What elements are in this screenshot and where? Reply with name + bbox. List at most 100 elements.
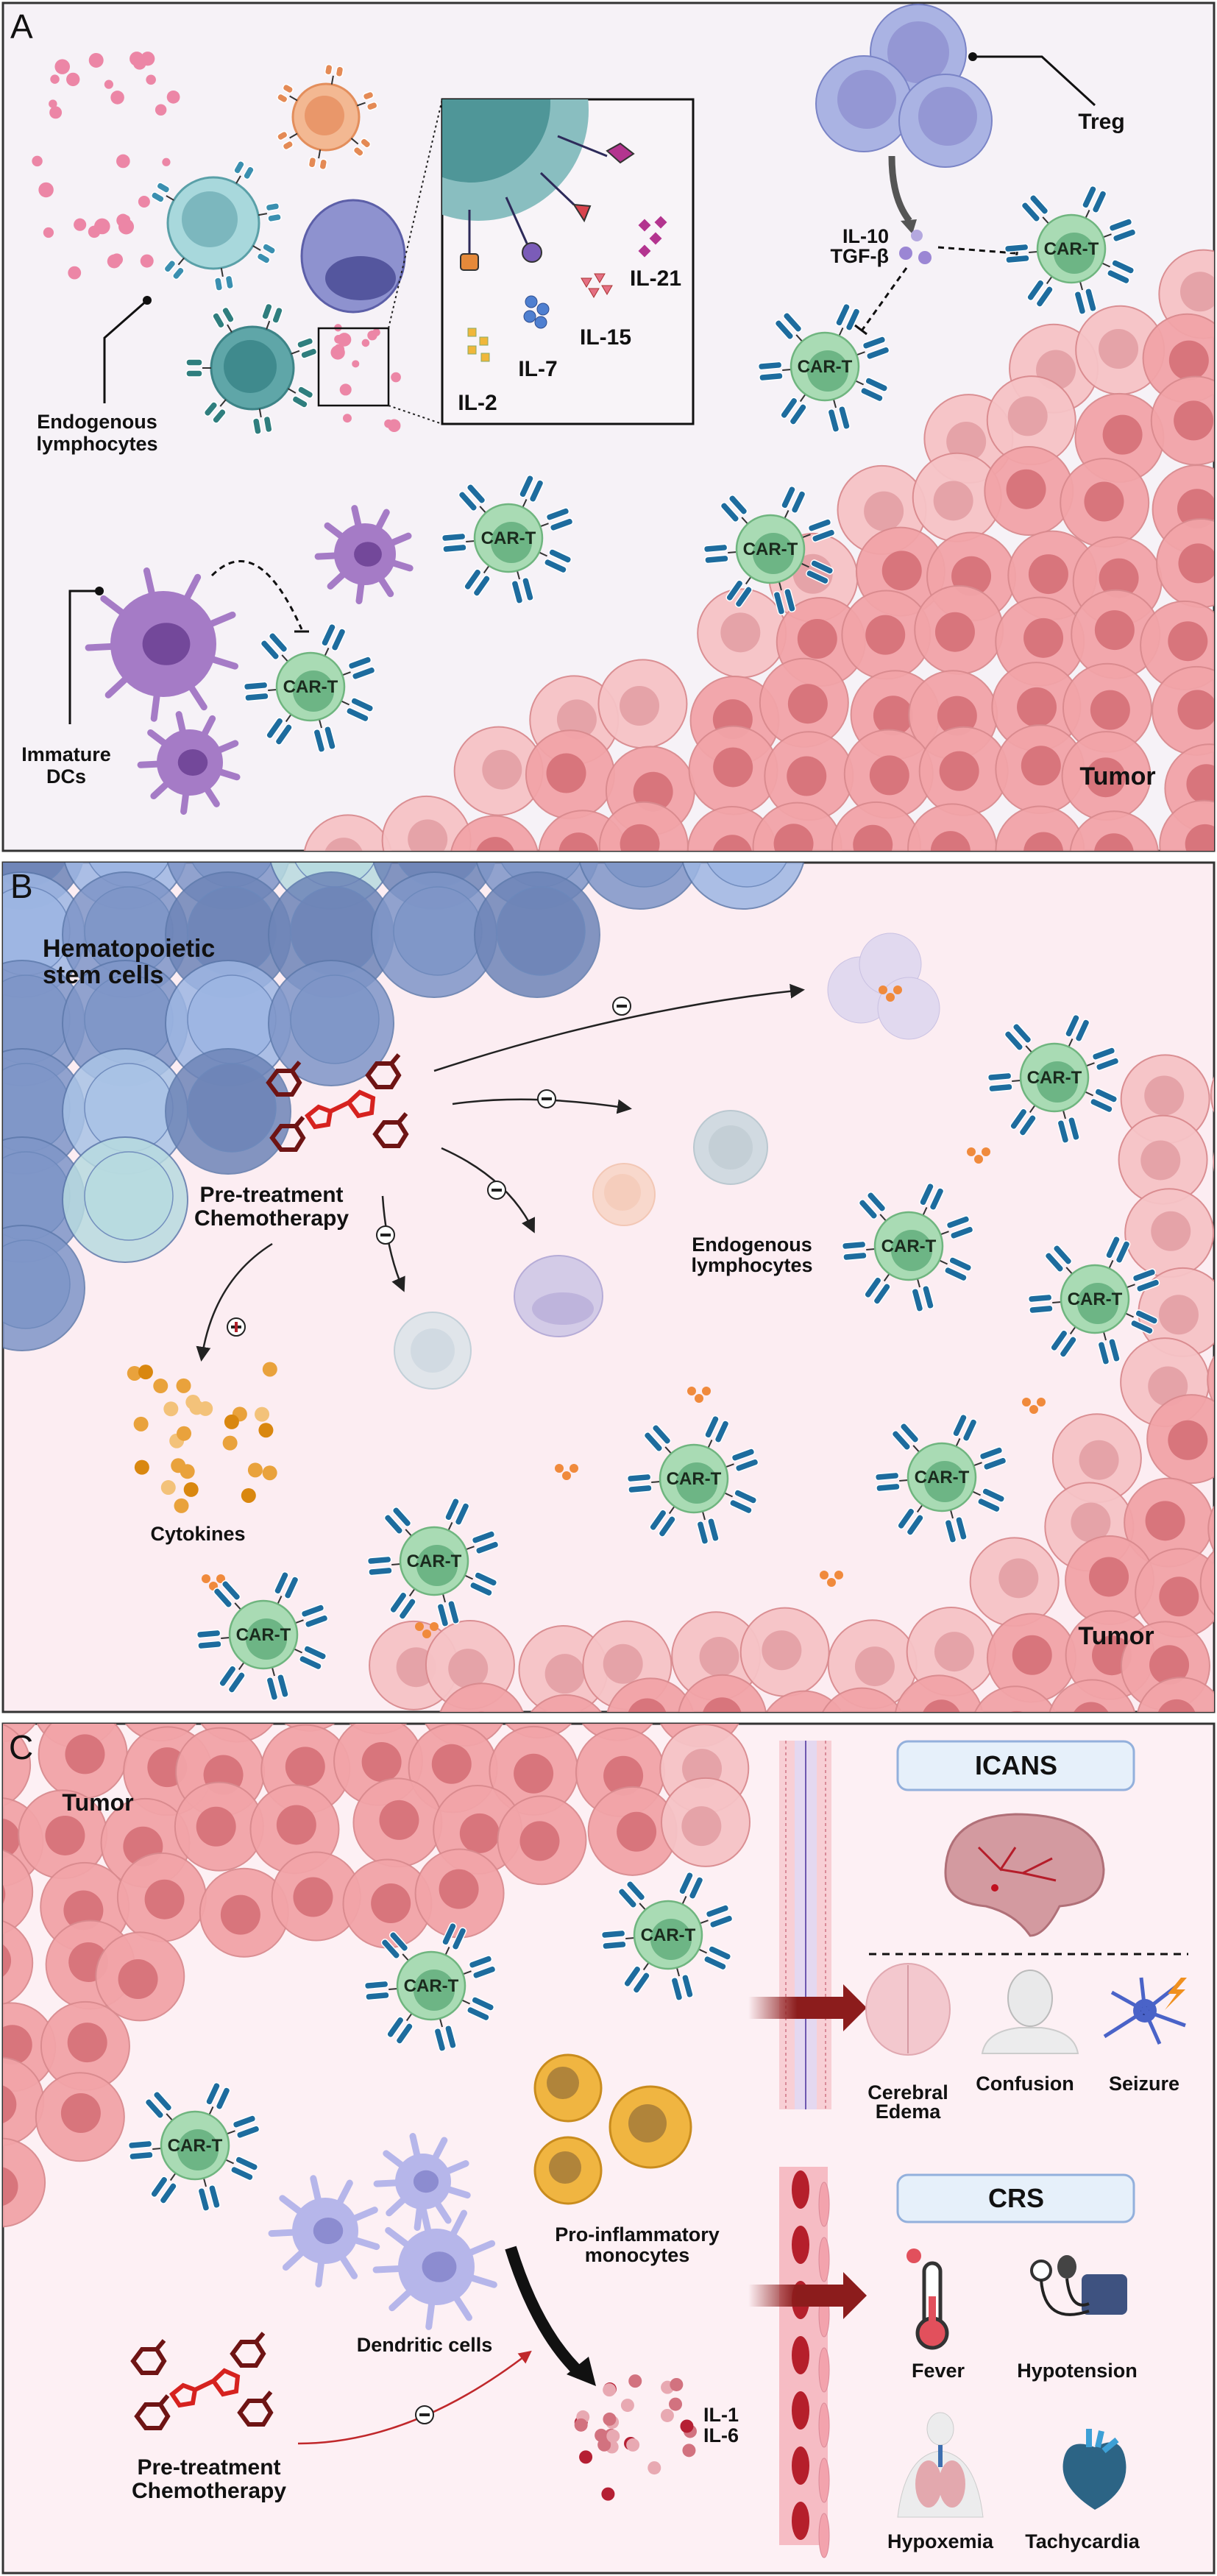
cytokine-dot bbox=[258, 1423, 274, 1438]
treg-label: Treg bbox=[1078, 110, 1124, 134]
cytokine-dot bbox=[555, 1464, 564, 1473]
car-t-cell: CAR-T bbox=[441, 474, 574, 604]
tumor-cell bbox=[303, 814, 392, 851]
cytokine-dot bbox=[361, 339, 370, 347]
tumor-cell bbox=[381, 795, 472, 851]
il21-molecule bbox=[638, 244, 651, 258]
il2-molecule bbox=[480, 353, 490, 362]
receptor bbox=[380, 1931, 409, 1960]
receptor bbox=[347, 656, 376, 681]
tumor-cell bbox=[1146, 1394, 1214, 1485]
cytokine-dot bbox=[54, 59, 71, 74]
receptor bbox=[299, 1645, 327, 1671]
cytokine-dot bbox=[134, 1459, 149, 1475]
cytokine-dot bbox=[967, 1147, 976, 1156]
car-t-label: CAR-T bbox=[1068, 1289, 1123, 1309]
receptor bbox=[952, 1413, 978, 1442]
cytokine-dot bbox=[570, 1464, 578, 1473]
tumor-cell bbox=[342, 1858, 433, 1949]
cytokine-dot bbox=[163, 1401, 179, 1417]
cytokine-dot bbox=[140, 254, 154, 268]
minus-circle-icon bbox=[415, 2405, 434, 2424]
receptor bbox=[1065, 1013, 1090, 1042]
panel-letter: B bbox=[10, 867, 33, 905]
minus-circle-icon bbox=[487, 1181, 506, 1200]
receptor bbox=[185, 358, 203, 378]
receptor bbox=[261, 302, 283, 324]
blood-vessel bbox=[779, 2167, 830, 2558]
receptor bbox=[466, 1996, 495, 2022]
receptor bbox=[774, 311, 803, 341]
cytokine-dot bbox=[262, 1362, 277, 1377]
receptor bbox=[321, 623, 347, 651]
tumor-cell bbox=[1152, 665, 1214, 756]
il21-molecule bbox=[638, 219, 651, 232]
cytokine-dot bbox=[127, 1365, 142, 1381]
receptor bbox=[266, 1674, 289, 1701]
receptor bbox=[511, 577, 534, 604]
granulocyte-depleted bbox=[514, 1255, 603, 1337]
il2-label: IL-2 bbox=[458, 391, 497, 415]
tumor-label: Tumor bbox=[62, 1789, 133, 1816]
tumor-cell bbox=[1061, 731, 1152, 821]
cytokine-dot bbox=[174, 1498, 189, 1513]
cytokine-dot bbox=[334, 335, 343, 344]
receptor bbox=[807, 518, 836, 543]
tumor-cell bbox=[1118, 1114, 1208, 1205]
dendritic-cell bbox=[373, 2133, 471, 2232]
receptor bbox=[433, 2025, 457, 2052]
tumor-cell bbox=[1156, 518, 1214, 609]
chemo-to-dc-arrow bbox=[297, 2350, 532, 2445]
tumor-cell bbox=[271, 1851, 361, 1942]
icans-header-box bbox=[896, 1740, 1135, 1791]
cytokine-dot bbox=[68, 266, 82, 280]
granulocyte bbox=[300, 199, 406, 314]
receptor bbox=[197, 2184, 221, 2212]
receptor bbox=[213, 1579, 241, 1609]
cytokine-dot bbox=[1029, 1405, 1038, 1414]
tumor-cell bbox=[1207, 1355, 1214, 1405]
tumor-cell bbox=[414, 1848, 505, 1939]
cytokine-dot bbox=[1022, 1398, 1031, 1406]
dendritic-cell bbox=[137, 711, 241, 815]
tumor-cell bbox=[174, 1781, 264, 1872]
tumor-cell bbox=[453, 726, 544, 816]
receptor bbox=[897, 1507, 924, 1536]
receptor bbox=[256, 243, 276, 264]
il21-receptor-icon bbox=[606, 142, 635, 164]
cytokine-dot bbox=[50, 74, 60, 84]
secretion-arrow bbox=[888, 155, 912, 223]
il7-molecule bbox=[523, 310, 536, 323]
stem-cell bbox=[268, 960, 394, 1086]
tumor-cell bbox=[995, 596, 1085, 687]
neuron-icon bbox=[1103, 1977, 1187, 2045]
cytokine-dot bbox=[133, 1416, 149, 1432]
tumor-cell bbox=[1007, 530, 1098, 620]
tumor-cell bbox=[249, 1784, 340, 1875]
cytokine-dot bbox=[670, 2377, 684, 2391]
receptor bbox=[1130, 1309, 1159, 1335]
tumor-mass bbox=[303, 249, 1214, 851]
receptor bbox=[441, 1922, 467, 1950]
blood-pressure-cuff-icon bbox=[1030, 2255, 1127, 2316]
receptor bbox=[297, 337, 318, 359]
pro-inflammatory-monocytes bbox=[533, 2053, 692, 2205]
receptor bbox=[386, 2016, 414, 2045]
pink-cytokine-dots bbox=[32, 52, 401, 432]
tumor-cell bbox=[3, 1920, 34, 2006]
panel-a: IL-21 IL-15 IL-7 IL-2 Treg IL-10 TGF-β bbox=[1, 1, 1216, 852]
receptor bbox=[213, 275, 234, 291]
cytokine-dot bbox=[74, 218, 87, 231]
receptor bbox=[806, 559, 834, 585]
stem-cell bbox=[165, 871, 291, 998]
treg-cells-depleted bbox=[827, 933, 940, 1040]
cytokine-dot bbox=[183, 1482, 199, 1497]
tgfb-label: TGF-β bbox=[831, 245, 889, 267]
tumor-cell bbox=[489, 1725, 579, 1816]
receptor bbox=[1050, 1329, 1077, 1358]
lungs-icon bbox=[897, 2412, 984, 2518]
tumor-cell bbox=[1213, 1151, 1214, 1172]
